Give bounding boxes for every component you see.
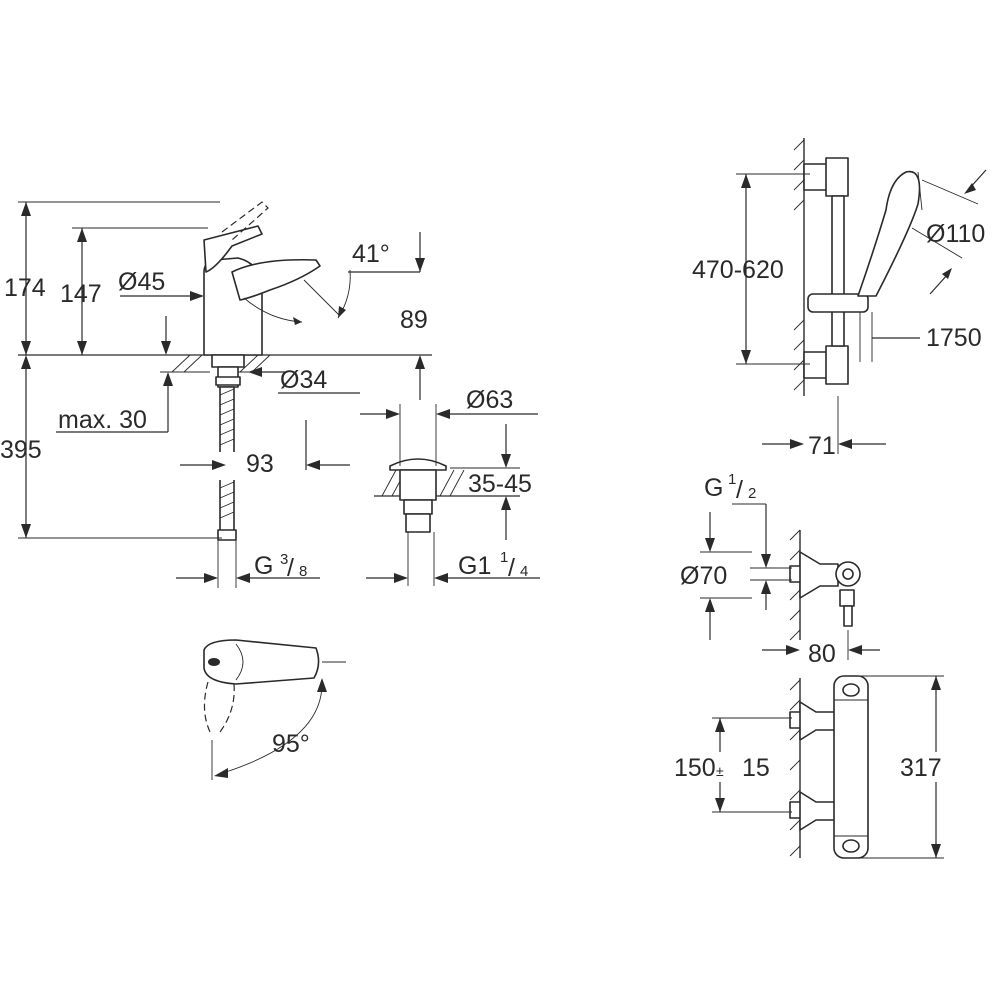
valve-rosette (799, 551, 839, 599)
waste-cap (389, 458, 447, 471)
dim-lever-rotation: 95° (272, 730, 310, 758)
slider-holder (807, 293, 869, 313)
thread-den-waste: 4 (520, 563, 528, 580)
dim-valve-projection: 80 (808, 640, 836, 668)
dim-spout-reach: 89 (400, 306, 428, 334)
dim-thermostat-height: 317 (900, 754, 942, 782)
lever-open-position (221, 201, 269, 241)
thread-prefix-g38: G (254, 552, 273, 580)
thermostat-body (833, 675, 869, 859)
dim-spout-angle: 41° (352, 240, 390, 268)
dim-waste-height: 35-45 (468, 470, 532, 498)
dim-handshower-diameter: Ø110 (926, 220, 985, 248)
thermostat-mixer: 150 ± 15 317 (670, 675, 950, 859)
dim-hose-length: 395 (0, 436, 42, 464)
lever-top (203, 639, 320, 685)
rotation-arc (225, 683, 323, 773)
svg-text:/: / (508, 554, 515, 582)
dim-mount-hole: Ø34 (280, 366, 327, 394)
dim-hose-offset: 93 (246, 450, 274, 478)
indicator-dot (208, 658, 220, 666)
upper-eccentric (799, 701, 837, 741)
dim-bracket-spacing: 470-620 (692, 256, 784, 284)
dim-centres: 150 (674, 754, 716, 782)
shower-hose (859, 312, 873, 362)
wall-hatching-valve (789, 529, 801, 641)
svg-text:/: / (287, 554, 294, 582)
svg-text:15: 15 (742, 754, 770, 782)
waste-fitting: Ø63 35-45 G1 1 / 4 (360, 386, 540, 586)
lower-bracket (825, 345, 849, 385)
thread-den-valve: 2 (748, 485, 756, 502)
thread-num-g38: 3 (280, 551, 288, 568)
fixing-nut (211, 354, 245, 368)
shower-rail (831, 195, 845, 347)
valve-connection: G 1 / 2 Ø70 80 (680, 471, 880, 668)
wall-hatching-rail (793, 139, 805, 391)
dim-total-height: 174 (4, 274, 46, 302)
dim-rail-wall-distance: 71 (808, 432, 836, 460)
thread-num-waste: 1 (500, 549, 508, 566)
waste-nut (403, 499, 433, 515)
mixer-lever (203, 225, 263, 273)
waste-hatching (381, 469, 465, 497)
wall-hatching-thermostat (789, 679, 801, 857)
upper-bracket (825, 157, 849, 197)
shower-rail-set: 470-620 Ø110 1750 71 (692, 138, 987, 460)
lower-eccentric (799, 791, 837, 831)
dim-waste-diameter: Ø63 (466, 386, 513, 414)
hand-shower (857, 170, 921, 297)
thread-prefix-waste: G1 (458, 552, 491, 580)
dim-rosette-diameter: Ø70 (680, 562, 727, 590)
basin-mixer-side-view: 174 147 Ø45 41° 89 Ø34 max. 30 (0, 201, 432, 588)
dim-centres-tolerance: ± (716, 763, 724, 779)
svg-text:/: / (736, 476, 743, 504)
basin-mixer-top-view: 95° (203, 639, 346, 780)
thread-den-g38: 8 (299, 563, 307, 580)
dim-shower-hose-length: 1750 (926, 324, 982, 352)
dim-spout-diameter: Ø45 (118, 268, 165, 296)
thread-num-valve: 1 (728, 471, 736, 488)
dim-deck-thickness: max. 30 (58, 406, 147, 434)
dim-spout-height: 147 (60, 280, 102, 308)
thread-prefix-valve: G (704, 474, 723, 502)
mixer-spout (231, 258, 321, 301)
